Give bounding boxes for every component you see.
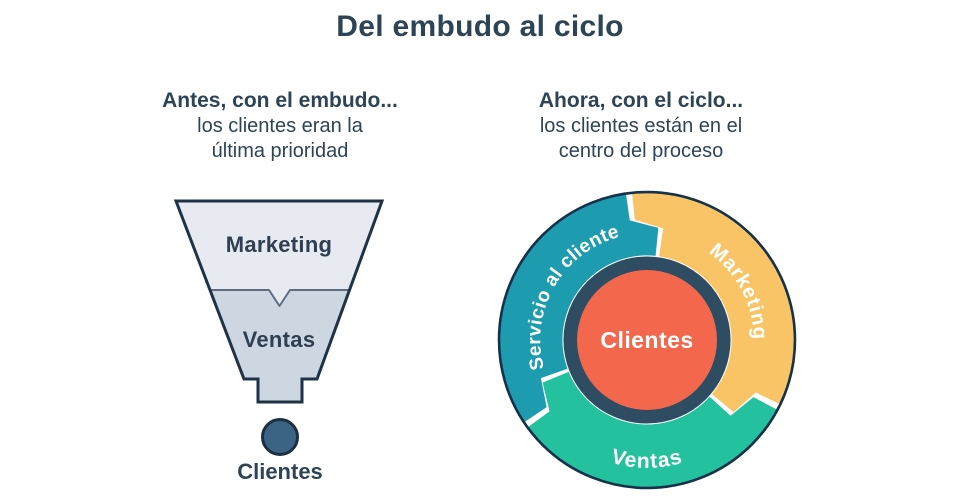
customer-dot <box>261 418 299 456</box>
funnel-divider <box>210 289 350 307</box>
funnel-heading-bold: Antes, con el embudo... <box>162 89 398 112</box>
funnel-shape <box>176 201 382 402</box>
cycle-heading-line2: los clientes están en el <box>539 115 743 137</box>
funnel-heading-line2: los clientes eran la <box>197 115 363 137</box>
funnel-stage-ventas-label: Ventas <box>243 327 316 352</box>
page-title: Del embudo al ciclo <box>336 10 624 43</box>
flywheel-diagram: Servicio al cliente Marketing Ventas Cli… <box>497 190 797 490</box>
segment-ventas <box>528 371 777 487</box>
cycle-panel-heading: Ahora, con el ciclo... los clientes está… <box>481 88 801 164</box>
funnel-outline <box>173 199 385 404</box>
funnel-stage-marketing-label: Marketing <box>226 232 333 257</box>
funnel-output-label: Clientes <box>237 459 323 484</box>
funnel-heading-line3: última prioridad <box>211 140 349 162</box>
cycle-heading-bold: Ahora, con el ciclo... <box>538 89 744 112</box>
segment-servicio <box>500 194 659 422</box>
flywheel-ring <box>563 256 731 424</box>
flywheel-outline <box>497 190 797 490</box>
funnel-diagram: Marketing Ventas <box>173 199 385 404</box>
funnel-panel-heading: Antes, con el embudo... los clientes era… <box>120 88 440 164</box>
flywheel-center <box>577 270 717 410</box>
segment-marketing <box>632 192 794 413</box>
cycle-heading-line3: centro del proceso <box>558 140 724 162</box>
funnel-ventas-section <box>210 290 350 402</box>
flywheel-center-label: Clientes <box>600 327 693 353</box>
